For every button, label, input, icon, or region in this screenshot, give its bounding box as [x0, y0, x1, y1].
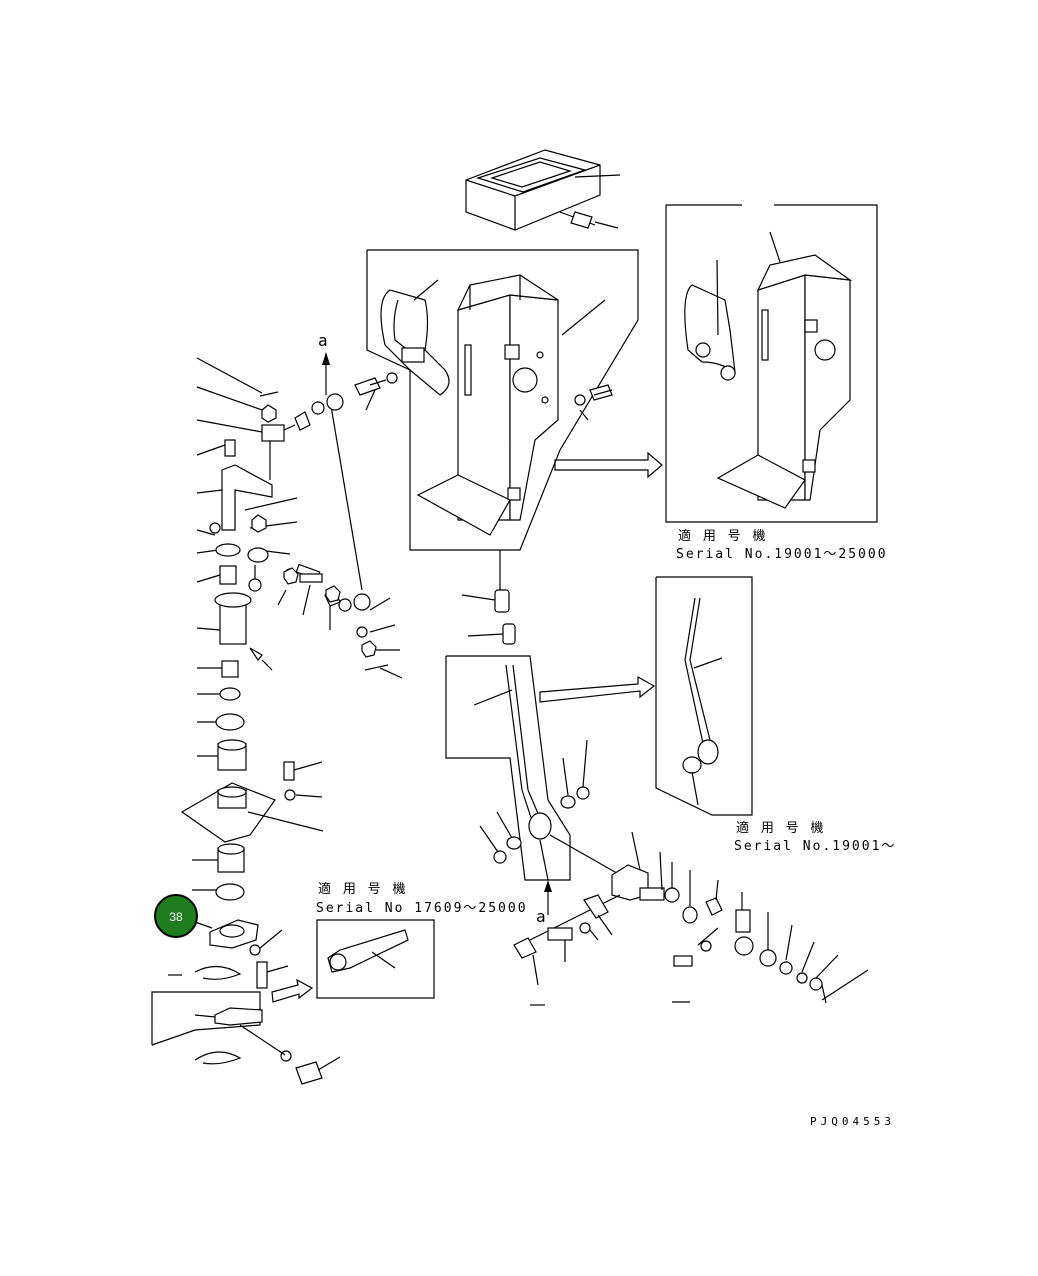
- view-arrow-a-top: a: [318, 331, 330, 395]
- callout-number: 38: [169, 910, 183, 924]
- variant-1-note-jp: 適 用 号 機: [678, 528, 767, 544]
- lever-box: [445, 655, 571, 881]
- variant-2-note-serial: Serial No.19001～: [734, 839, 896, 854]
- variant-3-note-jp: 適 用 号 機: [318, 881, 407, 897]
- arrow-to-variant-3: [271, 978, 314, 1003]
- arrow-to-variant-1: [554, 451, 663, 479]
- left-parts-stack: [196, 357, 298, 771]
- view-arrow-a-bottom: a: [536, 880, 552, 926]
- variant-2-box: [655, 576, 753, 816]
- view-a-label-top: a: [318, 331, 328, 350]
- shift-lever: [473, 664, 552, 881]
- arrow-to-variant-2: [539, 675, 656, 703]
- steering-column-frame: [416, 274, 559, 536]
- rod-end-lower: [284, 563, 371, 612]
- bolt-right: [574, 384, 613, 421]
- clamp-assembly: [168, 919, 289, 989]
- lever-small-parts: [479, 739, 590, 864]
- variant-3-box: [316, 919, 435, 999]
- view-a-label-bottom: a: [536, 907, 546, 926]
- bolt-left: [354, 372, 398, 411]
- top-block: [465, 149, 621, 231]
- middle-bolt-chain: [277, 567, 403, 679]
- drawing-reference: PJQ04553: [810, 1115, 895, 1128]
- variant-1-note-serial: Serial No.19001～25000: [676, 547, 888, 562]
- variant-1-box: [665, 204, 878, 523]
- column-frame-box: [366, 249, 639, 551]
- variant-2-note-jp: 適 用 号 機: [736, 820, 825, 836]
- rod-end-upper: [294, 393, 344, 431]
- lever-bushings: [461, 550, 516, 645]
- grab-handle: [380, 289, 450, 396]
- bracket-plate: [180, 761, 324, 901]
- callout-badge-38[interactable]: 38: [154, 894, 198, 938]
- variant-3-note-serial: Serial No 17609～25000: [316, 901, 528, 916]
- left-link: [513, 894, 621, 1006]
- lower-clamp-box: [151, 991, 341, 1085]
- cross-shaft: [549, 831, 869, 1004]
